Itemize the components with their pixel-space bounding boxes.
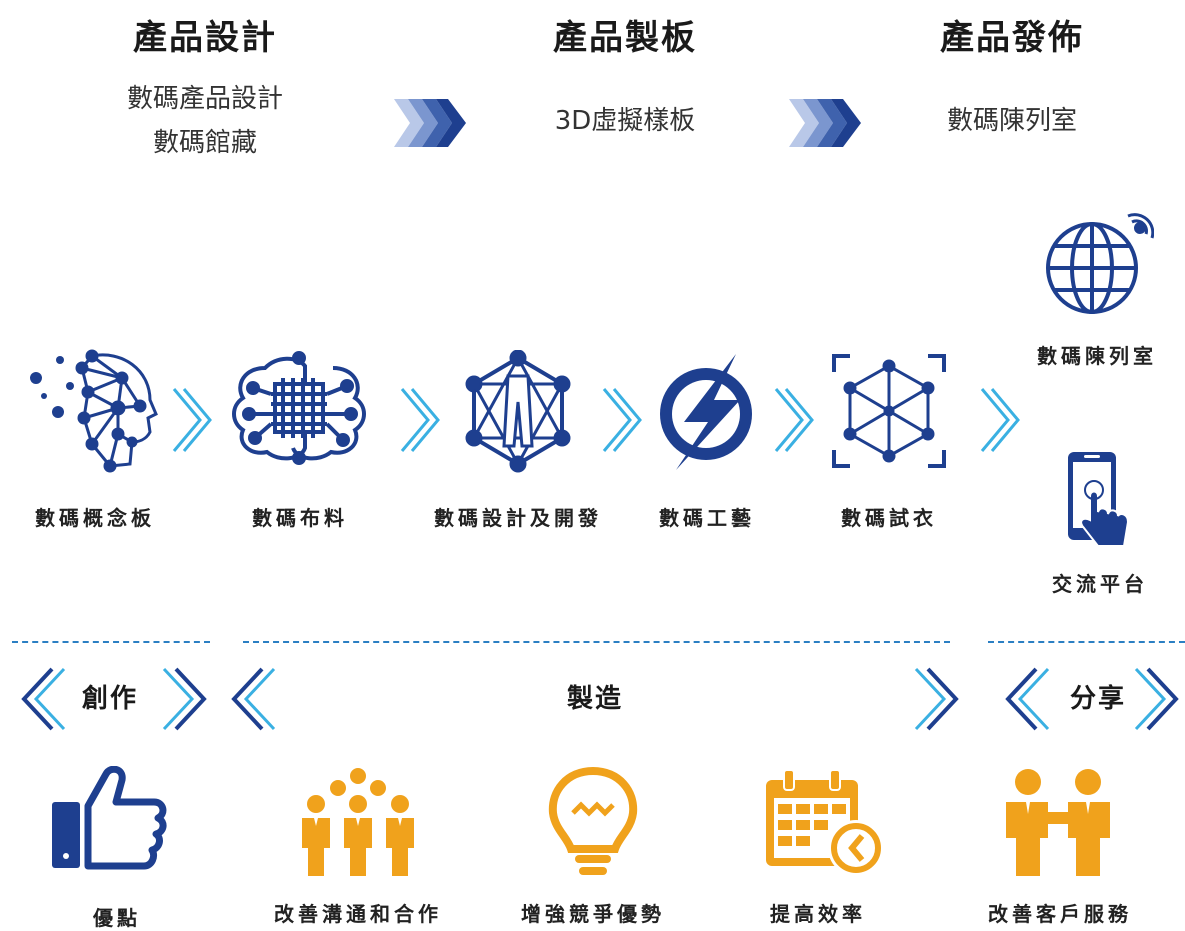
section-left-chevron-icon [222,665,278,733]
benefit-label-efficiency: 提高效率 [770,902,866,926]
stage-title-release: 產品發佈 [940,18,1084,58]
stage-arrow-icon [787,95,865,151]
benefit-label-service: 改善客戶服務 [988,902,1132,926]
circuit-fabric-icon [225,348,373,468]
step-arrow-icon [600,385,644,455]
section-right-chevron-icon [160,665,216,733]
thumbs-up-icon [50,766,168,870]
step-label-concept: 數碼概念板 [35,506,155,530]
globe-wifi-icon [1042,210,1154,322]
stage-title-pattern: 產品製板 [553,18,697,58]
handshake-icon [1000,768,1116,878]
step-label-craft: 數碼工藝 [659,506,755,530]
step-arrow-icon [398,385,442,455]
benefit-label-communication: 改善溝通和合作 [274,902,442,926]
step-label-fabric: 數碼布料 [252,506,348,530]
section-right-chevron-icon [1132,665,1184,733]
section-title-create: 創作 [81,684,138,714]
output-label-platform: 交流平台 [1052,572,1148,596]
stage-design-line-2: 數碼館藏 [152,128,257,158]
section-divider-share [988,641,1185,643]
step-arrow-icon [978,385,1022,455]
section-title-manufacture: 製造 [566,684,623,714]
stage-design-line-1: 數碼產品設計 [126,84,283,114]
step-label-fitting: 數碼試衣 [841,506,937,530]
stage-title-design: 產品設計 [133,18,277,58]
stage-pattern-line-1: 3D虛擬樣板 [554,106,696,136]
output-label-showroom: 數碼陳列室 [1037,344,1157,368]
section-right-chevron-icon [912,665,968,733]
section-divider-manufacture [243,641,950,643]
section-left-chevron-icon [12,665,68,733]
3d-cube-icon [830,352,948,470]
touch-phone-icon [1062,450,1132,554]
section-title-share: 分享 [1069,684,1126,714]
benefit-label-competitive: 增強競爭優勢 [521,902,665,926]
stage-release-line-1: 數碼陳列室 [946,106,1077,136]
calendar-clock-icon [764,770,888,880]
benefit-label-advantages: 優點 [93,906,141,930]
garment-network-icon [458,350,578,474]
lightbulb-icon [545,765,641,883]
step-arrow-icon [772,385,816,455]
lightning-bolt-icon [652,352,762,470]
section-left-chevron-icon [996,665,1052,733]
team-icon [300,768,416,878]
step-arrow-icon [170,385,214,455]
brain-network-icon [22,348,162,478]
section-divider-create [12,641,210,643]
step-label-design: 數碼設計及開發 [434,506,602,530]
stage-arrow-icon [392,95,470,151]
